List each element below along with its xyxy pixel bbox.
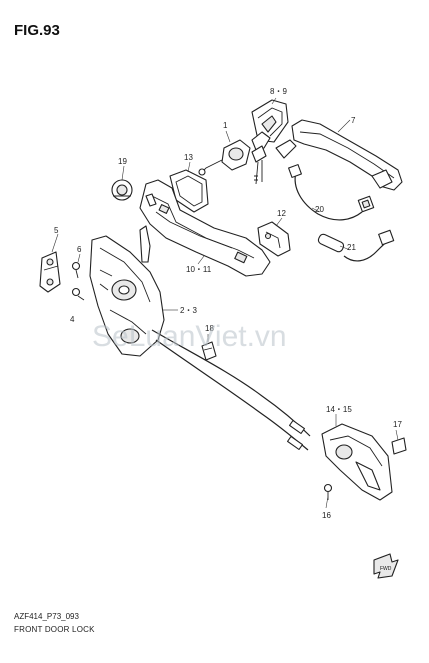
figure-title: FIG.93 (14, 22, 60, 39)
callout-1: 1 (223, 121, 228, 130)
part-door-lock-assembly (89, 225, 165, 357)
part-bracket-12 (257, 221, 291, 257)
part-handle-bezel (251, 99, 289, 143)
callout-6: 6 (77, 245, 82, 254)
part-screw-16 (323, 483, 333, 500)
callout-8-9: 8・9 (270, 87, 287, 96)
part-screw-6 (71, 261, 81, 279)
part-striker (39, 251, 61, 293)
callout-17: 17 (393, 420, 402, 429)
callout-19: 19 (118, 157, 127, 166)
part-cap-17 (391, 437, 407, 455)
part-screw-4 (71, 287, 85, 301)
svg-text:FWD: FWD (380, 566, 392, 572)
callout-2-3: 2・3 (180, 306, 197, 315)
part-grommet (111, 179, 133, 201)
callout-7: 7 (351, 116, 356, 125)
part-outside-handle (275, 119, 403, 191)
part-sensor-21 (317, 229, 395, 262)
part-handle-frame (139, 179, 271, 277)
callout-18: 18 (205, 324, 214, 333)
figure-code: AZF414_P73_093 (14, 612, 79, 621)
callout-21: 21 (347, 243, 356, 252)
part-harness-20 (288, 164, 375, 221)
figure-caption: FRONT DOOR LOCK (14, 625, 95, 634)
callout-16: 16 (322, 511, 331, 520)
callout-20: 20 (315, 205, 324, 214)
callout-4: 4 (70, 315, 75, 324)
callout-10-11: 10・11 (186, 265, 212, 274)
callout-14-15: 14・15 (326, 405, 352, 414)
callout-5: 5 (54, 226, 59, 235)
callout-labels: 1 8・9 7 13 19 12 20 21 10・11 2・3 5 6 4 1… (54, 87, 402, 520)
callout-12: 12 (277, 209, 286, 218)
part-cables (151, 329, 311, 451)
part-inside-handle (321, 423, 393, 501)
part-key-cylinder (198, 131, 271, 185)
watermark: SeLuanViet.vn (92, 320, 287, 353)
callout-13: 13 (184, 153, 193, 162)
leader-lines (51, 97, 399, 509)
part-clip-18 (201, 341, 217, 361)
fwd-arrow-icon: FWD (373, 553, 399, 579)
